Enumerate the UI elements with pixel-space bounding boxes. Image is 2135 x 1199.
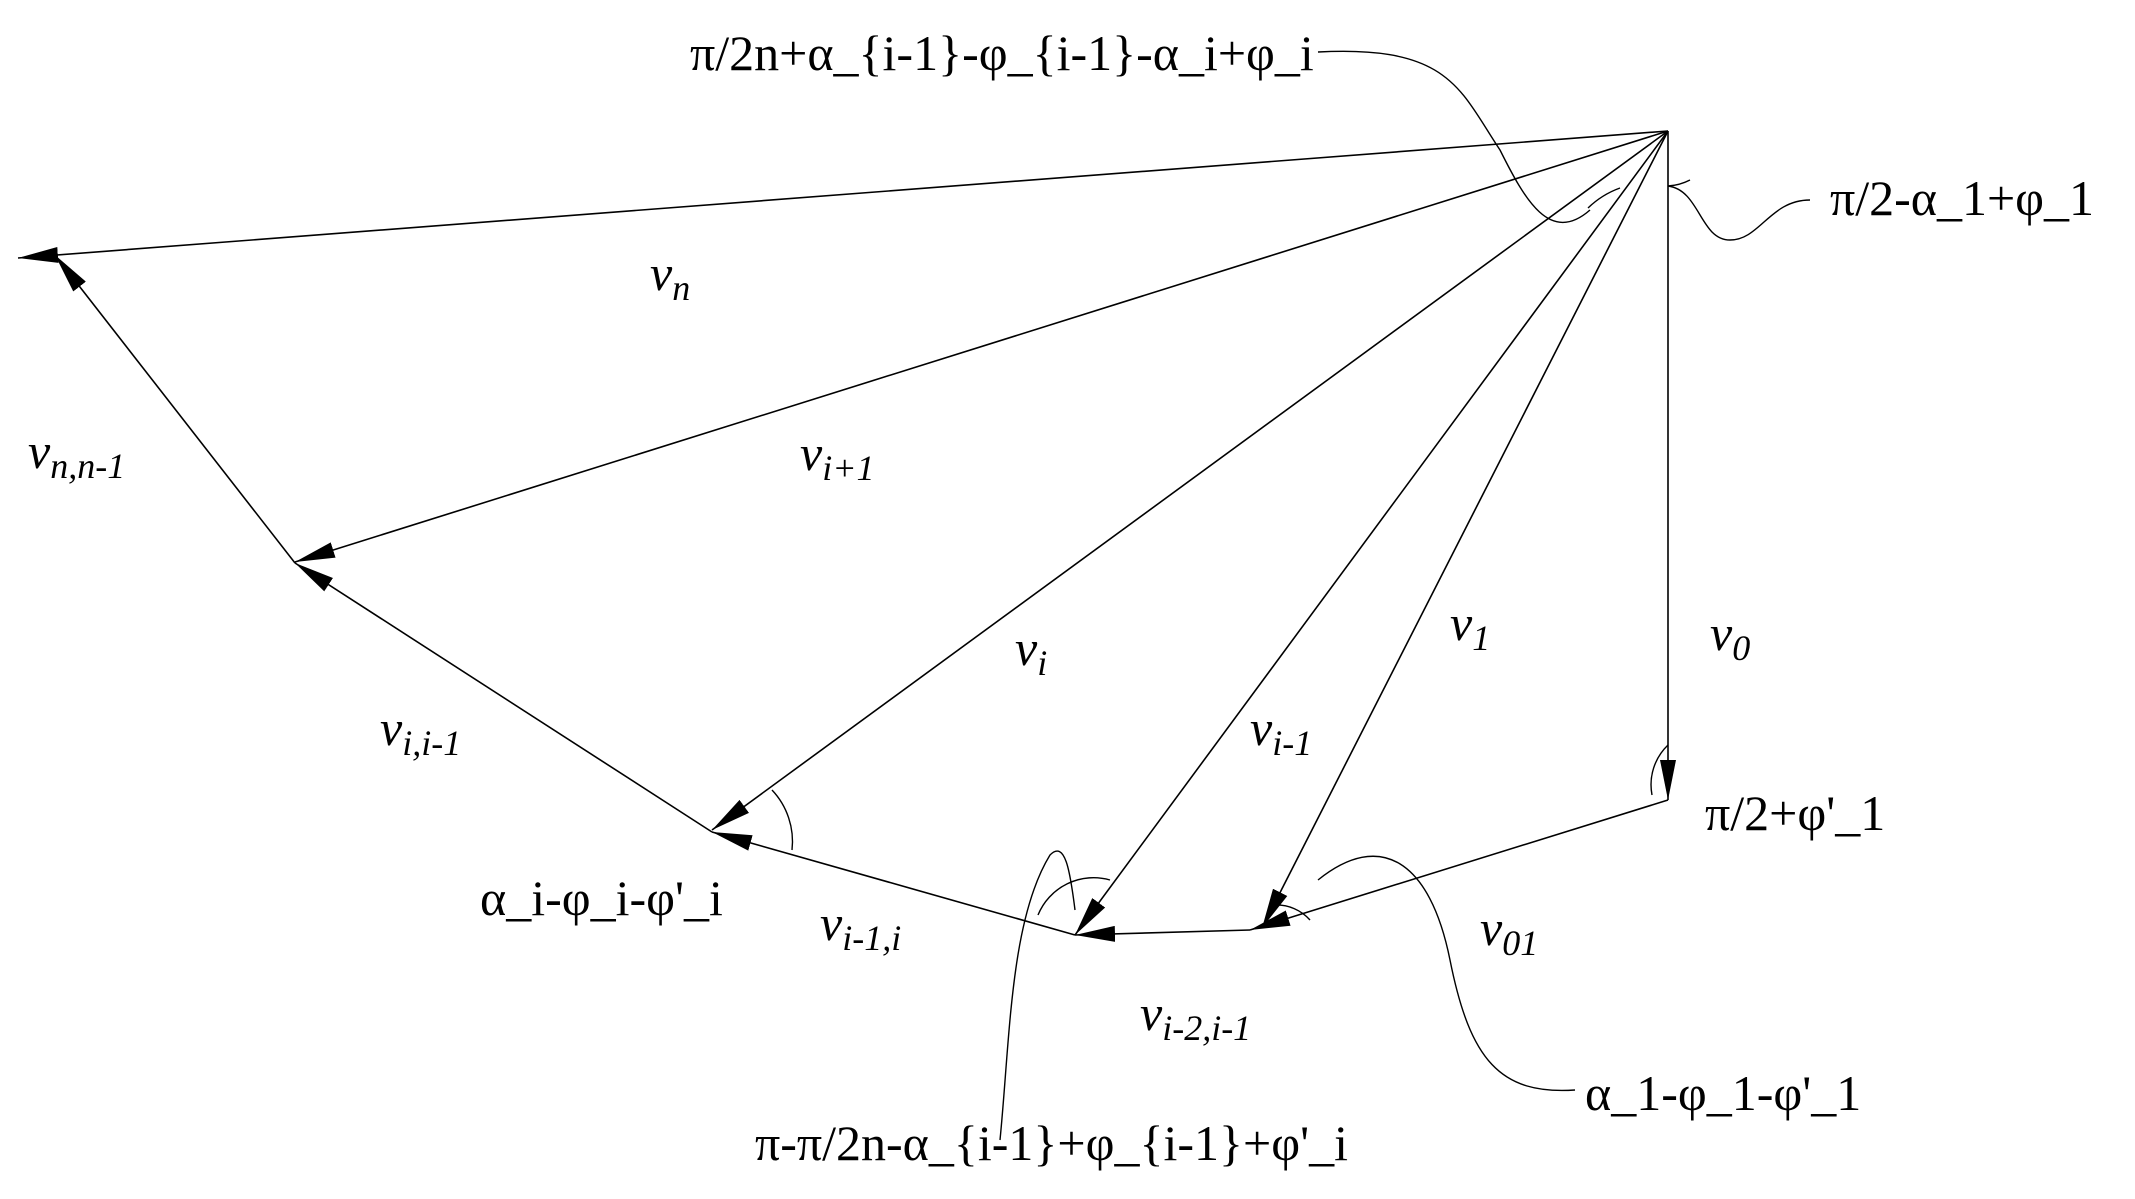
label-v-1: v1 [1450, 595, 1490, 658]
label-v-0: v0 [1710, 605, 1750, 668]
label-v-n: vn [650, 245, 690, 308]
label-v-01: v01 [1480, 900, 1538, 963]
angle-arc-v1 [1274, 904, 1311, 921]
vector-v-i-1-i [711, 831, 1076, 936]
label-angle-alpha-i: α_i-φ_i-φ'_i [480, 870, 723, 926]
label-angle-bottom: π-π/2n-α_{i-1}+φ_{i-1}+φ'_i [755, 1115, 1348, 1171]
vector-v-n [17, 130, 1669, 263]
label-v-i-1-i: vi-1,i [820, 895, 901, 958]
angle-arc-top [1587, 187, 1621, 209]
angle-arc-top-right [1667, 179, 1691, 187]
vector-v-i-i-1 [294, 562, 713, 833]
label-angle-top: π/2n+α_{i-1}-φ_{i-1}-α_i+φ_i [690, 25, 1314, 81]
label-v-i-minus-1: vi-1 [1250, 700, 1312, 763]
angle-arc-vi [771, 789, 794, 851]
vector-v-1 [1261, 130, 1669, 929]
angle-arc-vi-1 [1037, 877, 1111, 916]
label-angle-alpha-1: α_1-φ_1-φ'_1 [1585, 1065, 1861, 1121]
label-angle-right-bottom: π/2+φ'_1 [1705, 785, 1885, 841]
vector-v-i [711, 130, 1669, 831]
label-v-i-plus-1: vi+1 [800, 425, 875, 488]
vector-v-n-n-1 [54, 254, 296, 564]
label-v-i-i-1: vi,i-1 [380, 700, 461, 763]
vector-v-i-minus-1 [1074, 130, 1669, 936]
vector-v-01 [1249, 799, 1669, 931]
angle-arc-v0 [1650, 744, 1669, 796]
label-v-i-2-i-1: vi-2,i-1 [1140, 985, 1251, 1048]
vector-v-i-2-i-1 [1074, 925, 1251, 942]
label-angle-top-right: π/2-α_1+φ_1 [1830, 170, 2094, 226]
label-v-i: vi [1015, 620, 1047, 683]
leader-top [1317, 50, 1591, 224]
leader-top-right [1667, 185, 1811, 241]
leader-alpha1 [1317, 855, 1576, 1092]
vector-v-i-plus-1 [294, 130, 1669, 563]
label-v-n-n-1: vn,n-1 [28, 423, 125, 486]
leader-bottom [999, 850, 1076, 1141]
